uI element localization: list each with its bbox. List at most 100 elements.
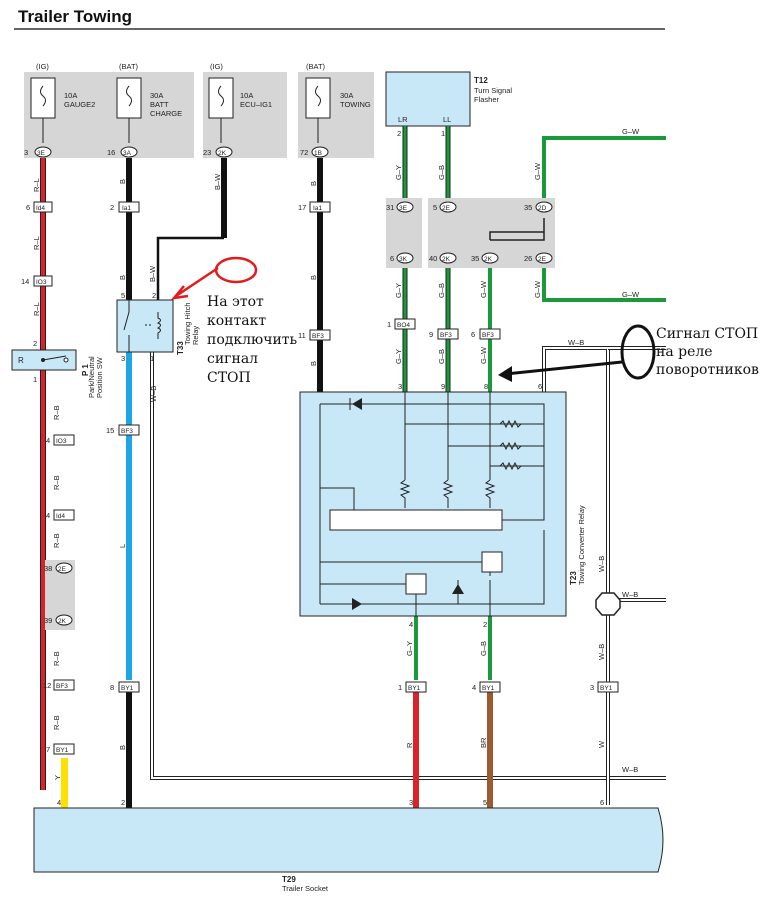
connector-bf3-left: BF3 12 xyxy=(43,679,75,691)
svg-text:R–B: R–B xyxy=(52,533,61,548)
svg-text:B: B xyxy=(118,275,127,280)
svg-text:3K: 3K xyxy=(399,256,408,263)
fuse4-name: TOWING xyxy=(340,100,371,109)
fuse1-source: (IG) xyxy=(36,62,49,71)
svg-text:2K: 2K xyxy=(442,256,451,263)
connector-bf3-blue: BF3 15 xyxy=(106,424,140,436)
svg-text:2E: 2E xyxy=(442,205,451,212)
connector-3k-right: 3K 6 xyxy=(390,252,414,264)
svg-text:G–W: G–W xyxy=(479,346,488,364)
svg-text:B: B xyxy=(309,181,318,186)
fuse4-rating: 30A xyxy=(340,91,353,100)
svg-text:G–W: G–W xyxy=(479,280,488,298)
svg-text:Id4: Id4 xyxy=(36,205,45,212)
svg-text:R: R xyxy=(18,356,24,365)
svg-text:Ia1: Ia1 xyxy=(122,205,131,212)
svg-text:B: B xyxy=(118,745,127,750)
svg-text:35: 35 xyxy=(524,203,532,212)
annotation-right-line2: на реле xyxy=(656,344,713,360)
annotation-right-line3: поворотников xyxy=(656,362,759,378)
svg-text:9: 9 xyxy=(429,330,433,339)
svg-text:G–B: G–B xyxy=(437,349,446,364)
svg-text:BY1: BY1 xyxy=(600,685,613,692)
svg-text:1: 1 xyxy=(387,320,391,329)
svg-text:W–B: W–B xyxy=(597,556,606,572)
svg-text:IO3: IO3 xyxy=(36,279,47,286)
svg-text:35: 35 xyxy=(471,254,479,263)
svg-text:6: 6 xyxy=(390,254,394,263)
fuse2-name1: BATT xyxy=(150,100,169,109)
connector-2d-right: 2D 35 xyxy=(524,201,553,213)
annotation-left-line2: контакт xyxy=(207,313,266,329)
svg-text:R–L: R–L xyxy=(32,178,41,192)
connector-io3-upper: IO3 14 xyxy=(21,275,53,287)
trailer-socket xyxy=(33,807,664,873)
svg-text:BY1: BY1 xyxy=(56,747,69,754)
connector-io3-lower: IO3 4 xyxy=(46,434,75,446)
svg-text:39: 39 xyxy=(44,616,52,625)
svg-text:2K: 2K xyxy=(484,256,493,263)
svg-text:3: 3 xyxy=(590,683,594,692)
fuse2-source: (BAT) xyxy=(119,62,139,71)
wire-w-b-thin xyxy=(150,350,614,780)
svg-text:3E: 3E xyxy=(399,205,408,212)
t23-name: Towing Converter Relay xyxy=(577,505,586,585)
svg-text:31: 31 xyxy=(386,203,394,212)
svg-text:BF3: BF3 xyxy=(121,428,133,435)
fuse-ecu-ig1 xyxy=(208,77,234,143)
t23-pin-9: 9 xyxy=(441,382,445,391)
turn-signal-flasher xyxy=(385,71,471,127)
svg-text:G–W: G–W xyxy=(533,162,542,180)
svg-text:2K: 2K xyxy=(58,618,67,625)
connector-id4-upper: Id4 6 xyxy=(26,201,53,213)
t33-name2: Relay xyxy=(191,326,200,345)
t23-pin-1: 1 xyxy=(316,382,320,391)
svg-text:B: B xyxy=(309,361,318,366)
fuse-connectors: 3 3E 16 3A 23 2K 72 1B xyxy=(24,146,329,158)
t23-pin-2: 2 xyxy=(483,620,487,629)
connector-2k-right-b: 2K 35 xyxy=(471,252,499,264)
svg-text:72: 72 xyxy=(300,148,308,157)
connector-by1-w: BY1 3 xyxy=(590,681,619,693)
svg-text:Y: Y xyxy=(53,775,62,780)
svg-text:R: R xyxy=(405,742,414,748)
svg-text:2E: 2E xyxy=(538,256,547,263)
svg-text:7: 7 xyxy=(46,745,50,754)
svg-text:BY1: BY1 xyxy=(121,685,134,692)
connector-by1-blue: BY1 8 xyxy=(110,681,140,693)
svg-text:16: 16 xyxy=(107,148,115,157)
svg-text:38: 38 xyxy=(44,564,52,573)
svg-text:1: 1 xyxy=(398,683,402,692)
svg-text:G–B: G–B xyxy=(437,283,446,298)
flasher-id: T12 xyxy=(474,76,488,85)
svg-text:1B: 1B xyxy=(314,150,322,157)
svg-text:R–B: R–B xyxy=(52,475,61,490)
svg-text:W–B: W–B xyxy=(622,765,638,774)
connector-id4-lower: Id4 4 xyxy=(46,509,75,521)
t29-name: Trailer Socket xyxy=(282,884,329,893)
svg-text:IO3: IO3 xyxy=(56,438,67,445)
svg-text:BY1: BY1 xyxy=(408,685,421,692)
p1-pin-2: 2 xyxy=(33,339,37,348)
p1-name1: Park/Neutral xyxy=(87,356,96,398)
fuse2-name2: CHARGE xyxy=(150,109,182,118)
svg-text:G–B: G–B xyxy=(437,165,446,180)
fuse1-rating: 10A xyxy=(64,91,77,100)
wire-yellow xyxy=(61,758,68,808)
svg-text:6: 6 xyxy=(471,330,475,339)
svg-text:B: B xyxy=(309,275,318,280)
junction-link-2 xyxy=(489,231,544,240)
fuse3-source: (IG) xyxy=(210,62,223,71)
connector-bf3-gw: BF3 6 xyxy=(471,328,501,340)
t29-pin-5: 5 xyxy=(483,798,487,807)
connector-2e-right-b: 2E 26 xyxy=(524,252,553,264)
svg-text:L: L xyxy=(118,544,127,548)
t33-pin-1: 1 xyxy=(150,354,154,363)
flasher-pin-lr: LR xyxy=(398,115,408,124)
splice-point xyxy=(595,592,621,616)
svg-text:2E: 2E xyxy=(58,566,67,573)
svg-text:W–B: W–B xyxy=(622,590,638,599)
svg-text:4: 4 xyxy=(46,511,50,520)
flasher-pin-1: 1 xyxy=(441,129,445,138)
